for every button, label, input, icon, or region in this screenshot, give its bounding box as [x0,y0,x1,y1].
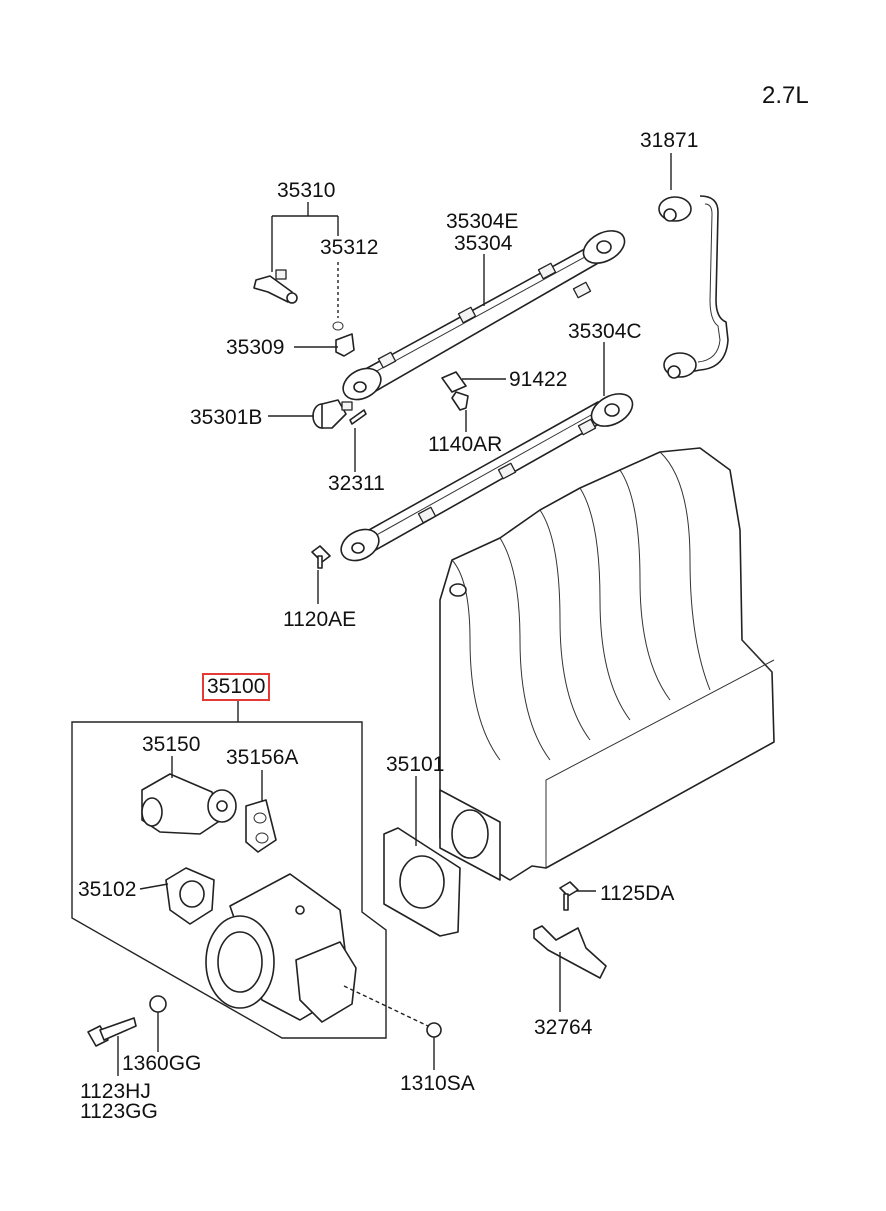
nut-1310SA[interactable] [426,1022,442,1038]
idle-actuator-35150[interactable] [141,773,237,835]
part-label-31871[interactable]: 31871 [640,129,699,152]
bracket-32764[interactable] [533,925,607,979]
engine-label: 2.7L [762,82,809,109]
bolt-1125DA[interactable] [559,881,579,911]
fuel-line-31871[interactable] [658,195,729,379]
fuel-rail-35304[interactable] [338,224,630,405]
bolt-1120AE[interactable] [311,545,331,569]
part-label-35312[interactable]: 35312 [320,236,379,259]
washer-1360GG[interactable] [149,995,167,1013]
part-label-35100[interactable]: 35100 [202,673,271,701]
bracket-91422[interactable] [441,371,467,393]
part-label-35156A[interactable]: 35156A [226,746,299,769]
part-label-1120AE[interactable]: 1120AE [283,608,357,631]
part-label-35304[interactable]: 35304 [454,232,513,255]
pressure-regulator-35301B[interactable] [312,399,353,429]
part-label-32311[interactable]: 32311 [328,472,385,495]
injector-35310[interactable] [253,269,298,304]
part-label-1123HJ[interactable]: 1123HJ [80,1080,151,1103]
part-label-91422[interactable]: 91422 [509,368,568,391]
part-label-1123GG[interactable]: 1123GG [80,1100,158,1123]
clip-35309[interactable] [335,333,355,357]
gasket-35156A[interactable] [245,799,277,853]
o-ring-35312[interactable] [332,321,344,331]
part-label-1125DA[interactable]: 1125DA [600,882,675,905]
part-label-35301B[interactable]: 35301B [190,406,263,429]
throttle-body-35100[interactable] [205,873,357,1023]
bolt-1123HJ[interactable] [87,1017,137,1047]
pin-32311[interactable] [349,409,367,425]
part-label-35102[interactable]: 35102 [78,878,137,901]
bolt-1140AR[interactable] [451,391,469,411]
fuel-rail-35304C[interactable] [336,387,638,566]
part-label-1360GG[interactable]: 1360GG [122,1052,202,1075]
part-label-35310[interactable]: 35310 [277,179,336,202]
part-label-32764[interactable]: 32764 [534,1016,593,1039]
part-label-35150[interactable]: 35150 [142,733,201,756]
part-label-35304E[interactable]: 35304E [446,210,519,233]
leader-lines [117,153,672,1076]
part-label-35309[interactable]: 35309 [226,336,285,359]
part-label-35101[interactable]: 35101 [386,753,445,776]
part-label-1310SA[interactable]: 1310SA [400,1072,475,1095]
intake-manifold[interactable] [439,447,775,881]
part-label-35304C[interactable]: 35304C [568,320,642,343]
gasket-35101[interactable] [383,827,461,937]
part-label-1140AR[interactable]: 1140AR [428,433,503,456]
tps-35102[interactable] [165,867,215,925]
throttle-body-box [71,721,387,1039]
